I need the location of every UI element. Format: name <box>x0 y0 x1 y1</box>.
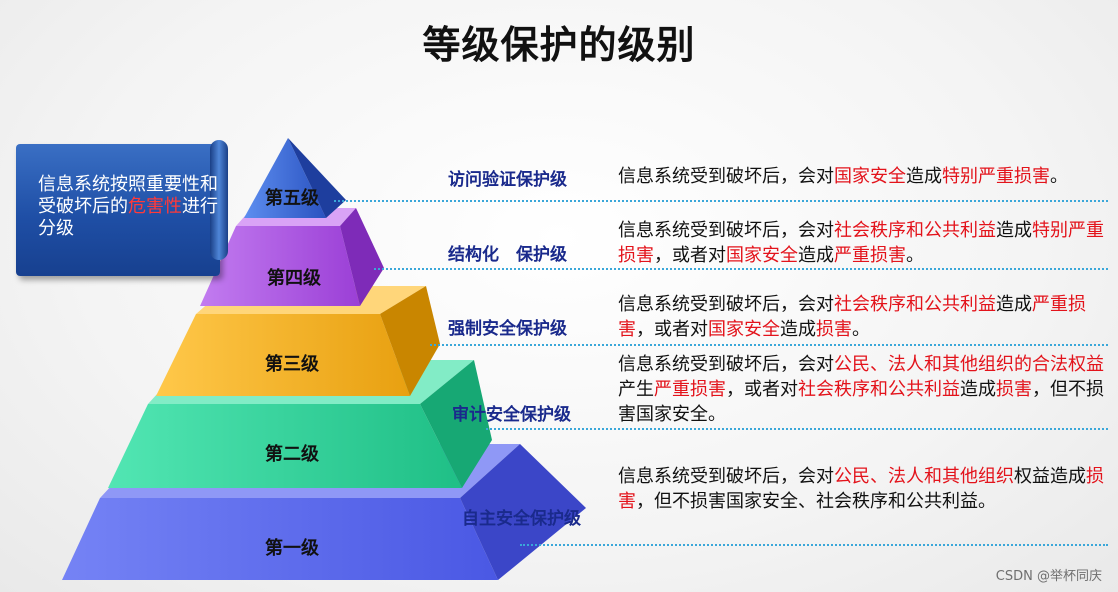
highlight-text: 损害 <box>996 379 1032 400</box>
body-text: 信息系统受到破坏后，会对 <box>618 166 834 187</box>
description-level-1: 信息系统受到破坏后，会对公民、法人和其他组织权益造成损害，但不损害国家安全、社会… <box>618 464 1110 514</box>
tier-2-front <box>108 404 462 488</box>
body-text: 信息系统受到破坏后，会对 <box>618 294 834 315</box>
highlight-text: 社会秩序和公共利益 <box>798 379 960 400</box>
highlight-text: 国家安全 <box>708 319 780 340</box>
highlight-text: 国家安全 <box>834 166 906 187</box>
highlight-text: 特别严重损害 <box>618 220 1104 266</box>
body-text: 信息系统受到破坏后，会对 <box>618 354 834 375</box>
body-text: 信息系统受到破坏后，会对 <box>618 220 834 241</box>
level-name-3: 强制安全保护级 <box>448 319 567 339</box>
description-level-5: 信息系统受到破坏后，会对国家安全造成特别严重损害。 <box>618 164 1110 189</box>
separator-line <box>430 344 1108 346</box>
description-level-4: 信息系统受到破坏后，会对社会秩序和公共利益造成特别严重损害，或者对国家安全造成严… <box>618 218 1110 268</box>
tier-label-4: 第四级 <box>267 268 321 289</box>
separator-line <box>486 428 1108 430</box>
tier-label-3: 第三级 <box>265 354 319 375</box>
body-text: 。 <box>852 319 870 340</box>
description-level-2: 信息系统受到破坏后，会对公民、法人和其他组织的合法权益产生严重损害，或者对社会秩… <box>618 352 1110 427</box>
callout-text: 信息系统按照重要性和受破坏后的危害性进行分级 <box>38 174 218 240</box>
tier-5-front <box>244 138 326 218</box>
tier-label-5: 第五级 <box>265 188 319 209</box>
body-text: ，但不损害国家安全、社会秩序和公共利益。 <box>636 491 996 512</box>
highlight-text: 社会秩序和公共利益 <box>834 220 996 241</box>
body-text: 信息系统受到破坏后，会对 <box>618 466 834 487</box>
body-text: 造成 <box>780 319 816 340</box>
body-text: ，或者对 <box>726 379 798 400</box>
highlight-text: 严重损害 <box>618 294 1086 340</box>
highlight-text: 损害 <box>816 319 852 340</box>
highlight-text: 社会秩序和公共利益 <box>834 294 996 315</box>
tier-label-2: 第二级 <box>265 444 319 465</box>
level-name-5: 访问验证保护级 <box>448 170 567 190</box>
body-text: 造成 <box>960 379 996 400</box>
separator-line <box>334 200 1108 202</box>
tier-1-front <box>62 498 498 580</box>
body-text: ，或者对 <box>654 245 726 266</box>
tier-4-front <box>200 226 360 306</box>
highlight-text: 国家安全 <box>726 245 798 266</box>
level-name-2: 审计安全保护级 <box>452 405 571 425</box>
highlight-text: 危害性 <box>128 196 182 217</box>
tier-3-side <box>380 286 440 396</box>
body-text: 进行分级 <box>38 196 218 239</box>
body-text: 产生 <box>618 379 654 400</box>
page-title: 等级保护的级别 <box>422 23 696 67</box>
tier-5-side <box>288 138 346 218</box>
highlight-text: 特别严重损害 <box>942 166 1050 187</box>
body-text: 造成 <box>798 245 834 266</box>
tier-4-side <box>340 208 384 306</box>
scroll-roll <box>210 140 228 260</box>
separator-line <box>374 268 1108 270</box>
body-text: 造成 <box>996 220 1032 241</box>
body-text: ，但不损害国家安全。 <box>618 379 1104 425</box>
body-text: 。 <box>906 245 924 266</box>
highlight-text: 公民、法人和其他组织 <box>834 466 1014 487</box>
watermark: CSDN @举杯同庆 <box>995 569 1102 584</box>
body-text: 信息系统按照重要性和受破坏后的 <box>38 174 218 217</box>
highlight-text: 严重损害 <box>834 245 906 266</box>
tier-3-front <box>156 314 410 396</box>
body-text: 造成 <box>996 294 1032 315</box>
description-level-3: 信息系统受到破坏后，会对社会秩序和公共利益造成严重损害，或者对国家安全造成损害。 <box>618 292 1110 342</box>
tier-label-1: 第一级 <box>265 538 319 559</box>
level-name-4: 结构化 保护级 <box>448 245 567 265</box>
body-text: 造成 <box>906 166 942 187</box>
level-name-1: 自主安全保护级 <box>462 509 581 529</box>
tier-1-side <box>460 444 586 580</box>
highlight-text: 损害 <box>618 466 1104 512</box>
highlight-text: 严重损害 <box>654 379 726 400</box>
body-text: 。 <box>1050 166 1068 187</box>
callout-scroll: 信息系统按照重要性和受破坏后的危害性进行分级 <box>16 140 228 284</box>
body-text: 权益造成 <box>1014 466 1086 487</box>
tier-2-side <box>420 360 492 488</box>
body-text: ，或者对 <box>636 319 708 340</box>
highlight-text: 公民、法人和其他组织的合法权益 <box>834 354 1104 375</box>
separator-line <box>520 544 1108 546</box>
callout-box <box>16 144 220 276</box>
